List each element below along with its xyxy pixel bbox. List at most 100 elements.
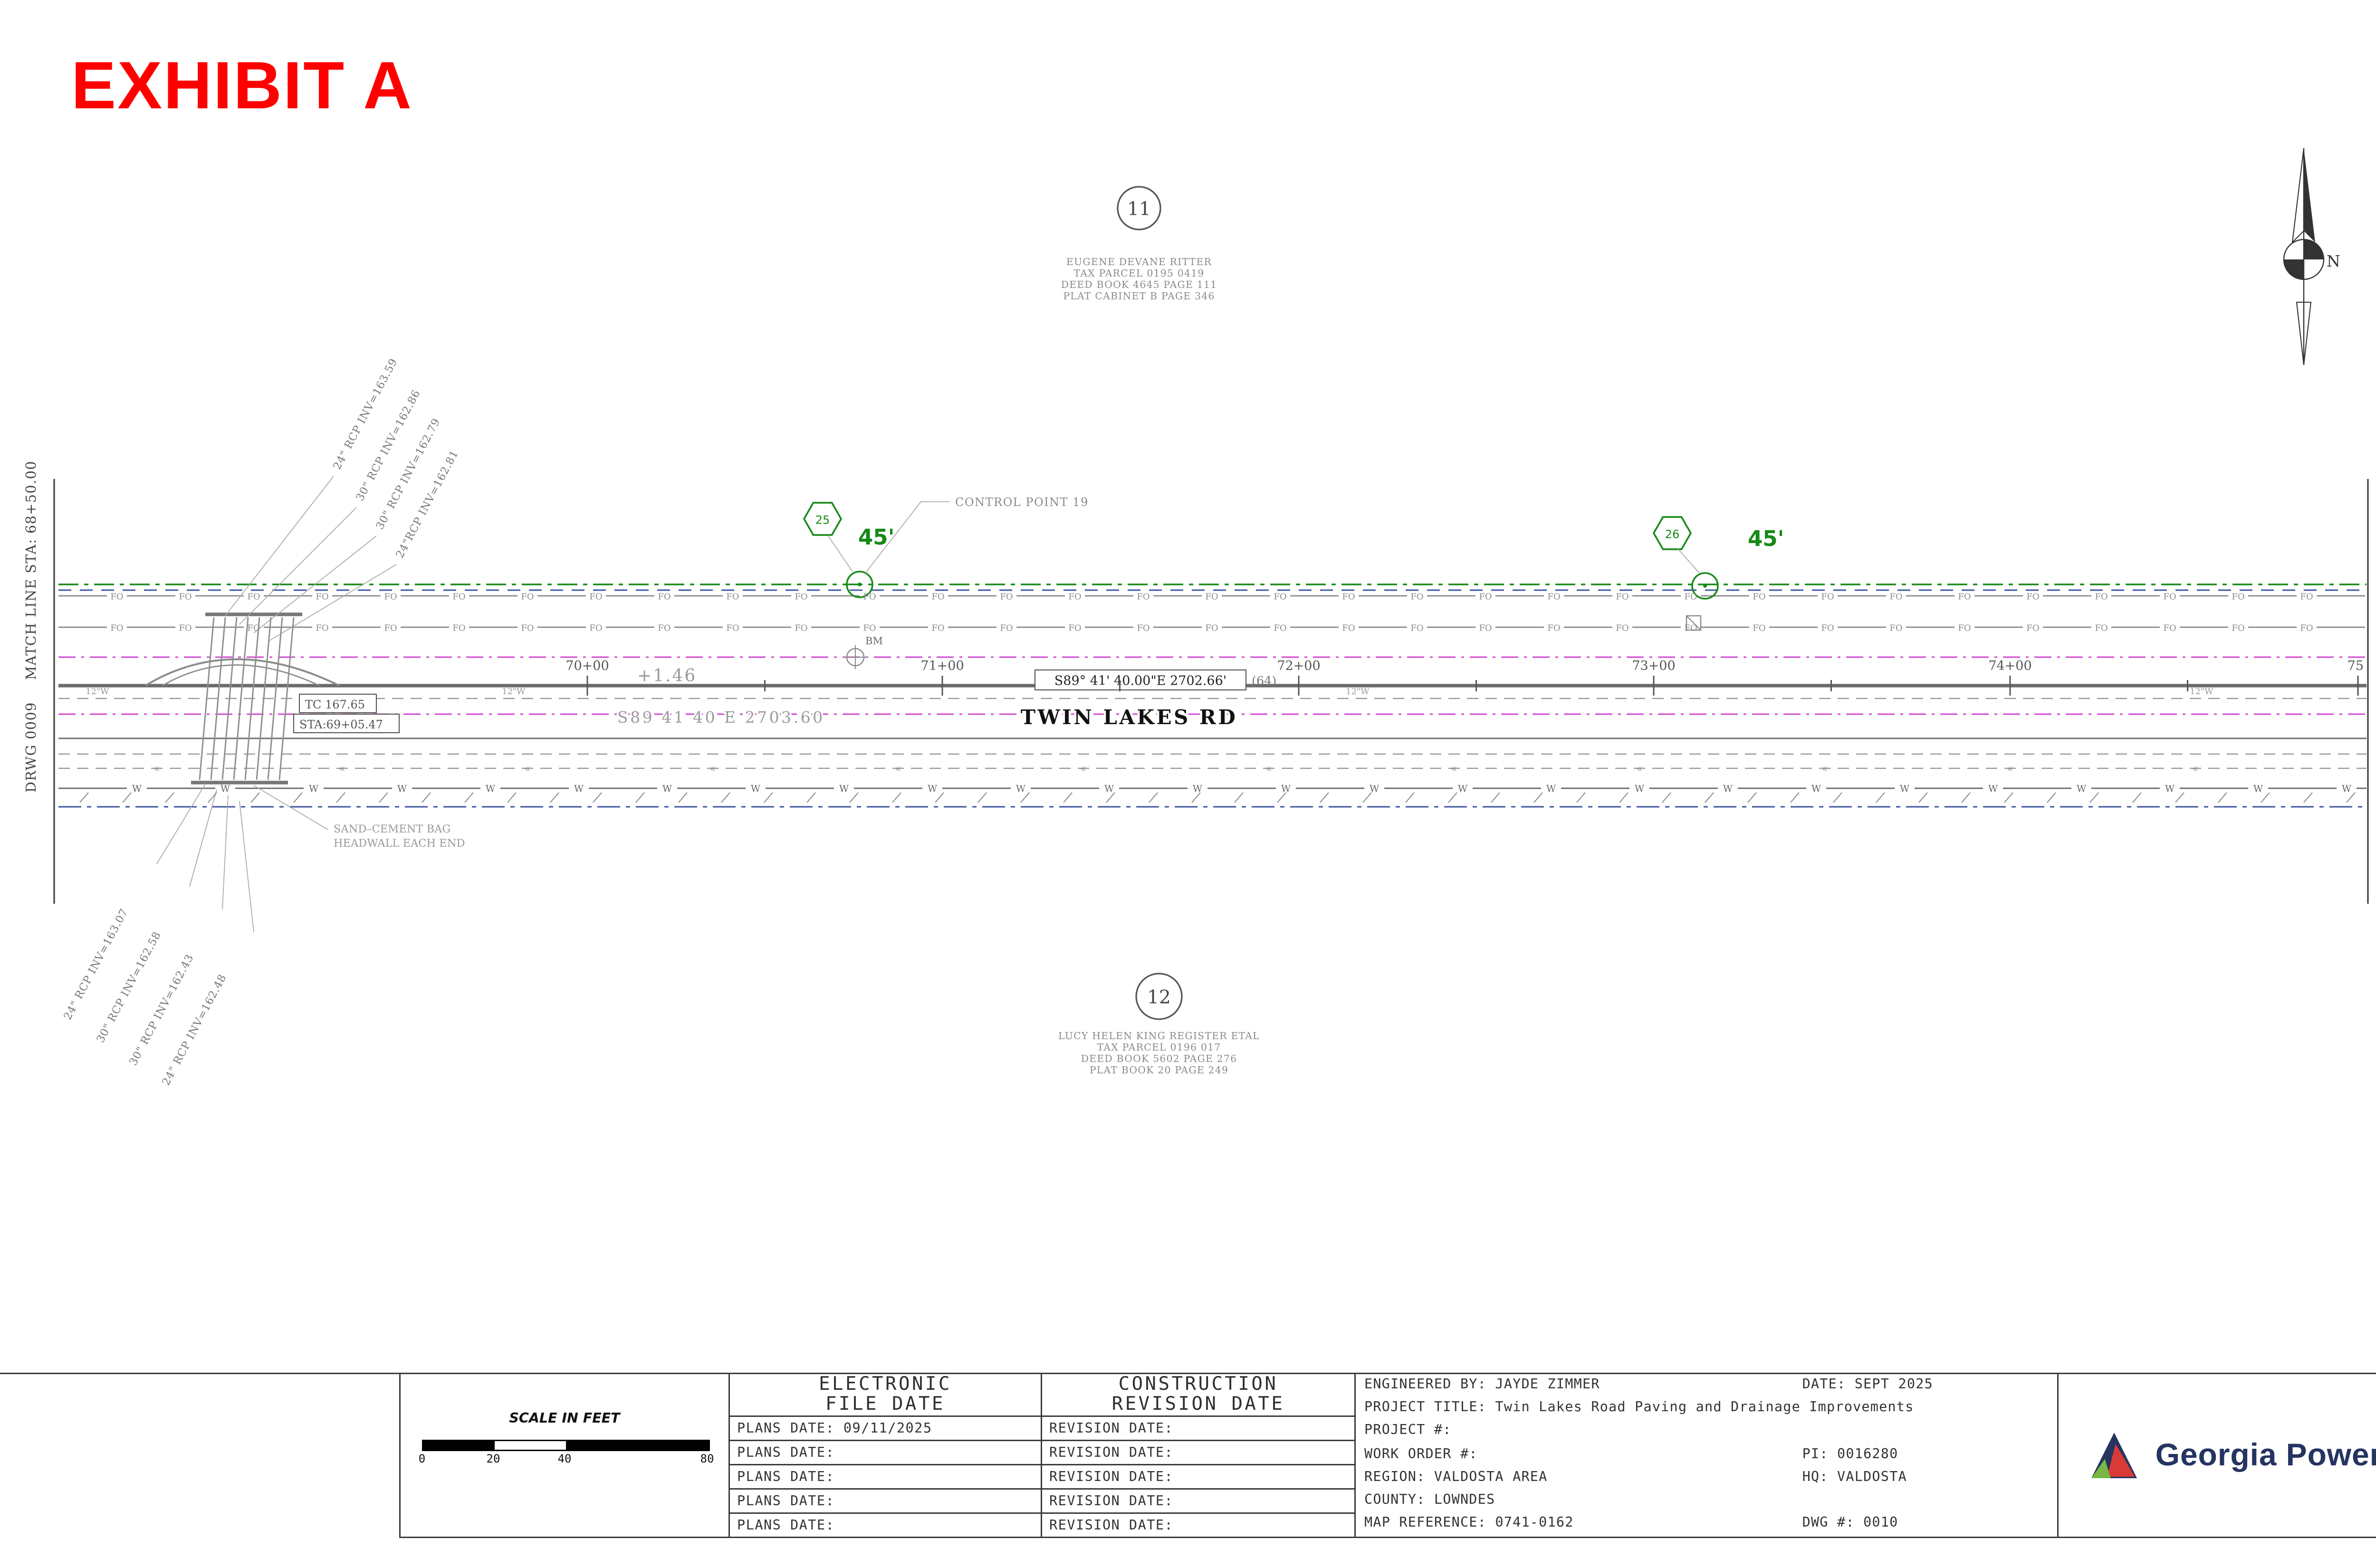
- tick-mark: [1149, 792, 1158, 803]
- fiber-optic-label: FO: [726, 592, 739, 602]
- logo-triangle-red: [2107, 1444, 2135, 1477]
- fiber-optic-label: FO: [658, 623, 671, 633]
- tick-mark: [208, 792, 217, 803]
- fiber-optic-label: FO: [247, 623, 260, 633]
- leader-line: [239, 507, 357, 625]
- control-point-26-dot: [1703, 584, 1707, 588]
- leader-line: [189, 789, 217, 887]
- road-name: TWIN LAKES RD: [1021, 706, 1238, 729]
- tick-mark: [1961, 792, 1971, 803]
- water-line-label: W: [220, 784, 230, 794]
- fiber-optic-label: FO: [1547, 592, 1560, 602]
- fiber-optic-label: FO: [1410, 623, 1423, 633]
- fiber-optic-label: FO: [452, 592, 465, 602]
- flow-chevron: «: [339, 763, 345, 774]
- tick-mark: [1833, 792, 1842, 803]
- water-line-label: W: [1016, 784, 1025, 794]
- flow-chevron: «: [1637, 763, 1643, 774]
- fiber-optic-label: FO: [1753, 592, 1765, 602]
- water-line-label: W: [574, 784, 584, 794]
- control-point-19-label: CONTROL POINT 19: [955, 496, 1089, 509]
- sta-label: STA:69+05.47: [299, 718, 383, 731]
- parcel-12-circle: [1135, 973, 1183, 1020]
- scale-bar-segment: [495, 1441, 566, 1450]
- map-reference: MAP REFERENCE: 0741-0162: [1364, 1515, 1574, 1531]
- headwall-note-line2: HEADWALL EACH END: [334, 837, 465, 850]
- fiber-optic-label: FO: [1068, 623, 1081, 633]
- fiber-optic-label: FO: [452, 623, 465, 633]
- offset-25-label: 45': [858, 525, 894, 550]
- info-row: ENGINEERED BY: JAYDE ZIMMER DATE: SEPT 2…: [1356, 1374, 2057, 1397]
- construction-revision-cell: CONSTRUCTION REVISION DATE REVISION DATE…: [1041, 1374, 1354, 1537]
- tick-mark: [1918, 792, 1928, 803]
- construction-header-line1: CONSTRUCTION: [1118, 1374, 1278, 1396]
- fiber-optic-label: FO: [110, 592, 123, 602]
- scale-bar: [422, 1440, 710, 1451]
- fiber-optic-label: FO: [589, 592, 602, 602]
- parcel-11-number: 11: [1127, 199, 1151, 220]
- region: REGION: VALDOSTA AREA: [1364, 1469, 1548, 1485]
- water-line-label: W: [1635, 784, 1644, 794]
- tick-mark: [1405, 792, 1415, 803]
- fiber-optic-label: FO: [863, 623, 876, 633]
- water-line-label: W: [1193, 784, 1202, 794]
- water-size-label: 12"W: [1346, 687, 1370, 697]
- fiber-optic-label: FO: [1547, 623, 1560, 633]
- water-line-label: W: [397, 784, 407, 794]
- fiber-optic-label: FO: [1821, 592, 1834, 602]
- fiber-optic-label: FO: [2095, 592, 2108, 602]
- match-line-left-label: MATCH LINE STA: 68+50.00: [23, 460, 39, 680]
- fiber-optic-label: FO: [1889, 623, 1902, 633]
- tick-mark: [422, 792, 431, 803]
- survey-markup: 25 45' CONTROL POINT 19 BM 26 45': [803, 496, 1784, 669]
- parcel-11: 11 EUGENE DEVANE RITTER TAX PARCEL 0195 …: [1061, 186, 1217, 302]
- water-size-label: 12"W: [502, 687, 526, 697]
- plans-date-row: PLANS DATE:: [730, 1490, 1041, 1515]
- north-arrow: N: [2283, 148, 2340, 365]
- tick-mark: [550, 792, 559, 803]
- plans-date-row: PLANS DATE:: [737, 1519, 835, 1535]
- fiber-optic-label: FO: [247, 592, 260, 602]
- plans-date-row: PLANS DATE:: [730, 1466, 1041, 1490]
- offset-26-label: 45': [1748, 526, 1784, 551]
- tick-mark: [2261, 792, 2270, 803]
- info-row: PROJECT TITLE: Twin Lakes Road Paving an…: [1356, 1397, 2057, 1421]
- construction-header: CONSTRUCTION REVISION DATE: [1042, 1374, 1354, 1417]
- revision-date-row: REVISION DATE:: [1042, 1490, 1354, 1515]
- flow-chevron: «: [1822, 763, 1828, 774]
- leader-line: [828, 535, 853, 572]
- north-arrow-head-light: [2291, 148, 2305, 244]
- tick-mark: [2004, 792, 2013, 803]
- project-title: PROJECT TITLE: Twin Lakes Road Paving an…: [1364, 1400, 1914, 1416]
- fiber-optic-label: FO: [316, 592, 328, 602]
- hq: HQ: VALDOSTA: [1802, 1469, 1907, 1485]
- flow-chevron: «: [1266, 763, 1272, 774]
- tick-mark: [593, 792, 602, 803]
- fiber-optic-label: FO: [2163, 623, 2176, 633]
- info-row: PROJECT #:: [1356, 1420, 2057, 1444]
- fiber-optic-label: FO: [1889, 592, 1902, 602]
- water-line-label: W: [662, 784, 672, 794]
- tc-label-box: [298, 693, 377, 714]
- culvert-pipe: [278, 617, 295, 780]
- fiber-optic-label: FO: [1342, 623, 1355, 633]
- culvert-pipe: [233, 617, 249, 780]
- fiber-optic-label: FO: [863, 592, 876, 602]
- fiber-optic-label: FO: [2163, 592, 2176, 602]
- exhibit-title: EXHIBIT A: [71, 47, 413, 123]
- driveway-mound-outer: [144, 658, 340, 687]
- tick-mark: [2047, 792, 2056, 803]
- logo-triangle-green: [2091, 1459, 2111, 1478]
- info-row: REGION: VALDOSTA AREA HQ: VALDOSTA: [1356, 1466, 2057, 1490]
- tick-mark: [122, 792, 132, 803]
- tick-mark: [79, 792, 89, 803]
- fiber-optic-label: FO: [1137, 623, 1150, 633]
- tick-mark: [721, 792, 730, 803]
- water-line-label: W: [486, 784, 495, 794]
- water-line-label: W: [1723, 784, 1733, 794]
- fiber-optic-label: FO: [110, 623, 123, 633]
- leader-line: [865, 501, 949, 574]
- water-size-label: 12"W: [2190, 687, 2213, 697]
